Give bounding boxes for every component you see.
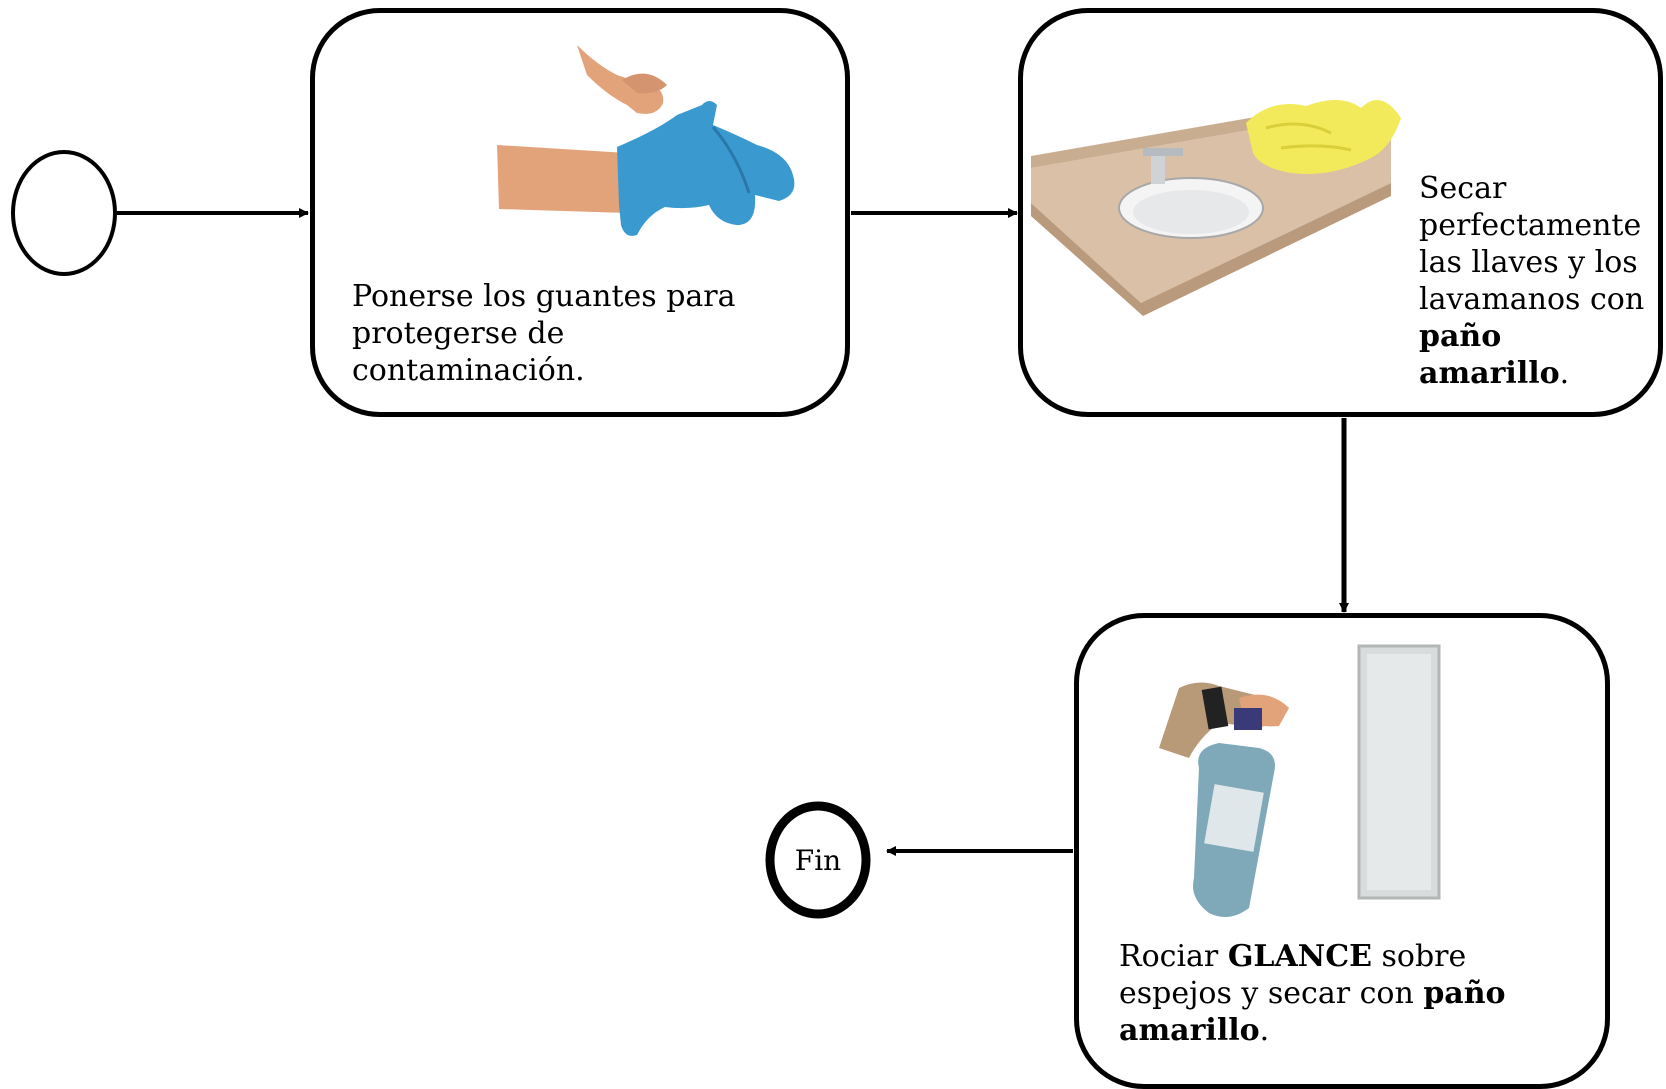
step3-text-start: Rociar: [1119, 939, 1228, 974]
mirror-illustration: [1357, 644, 1441, 900]
step2-text-bold: paño amarillo: [1419, 319, 1560, 391]
step1-text-main: Ponerse los guantes para protegerse de c…: [352, 279, 736, 388]
step2-text-main: Secar perfectamente las llaves y los lav…: [1419, 171, 1645, 317]
task-box-put-on-gloves: Ponerse los guantes para protegerse de c…: [310, 8, 850, 417]
glove-illustration: [497, 45, 795, 236]
step3-text-product: GLANCE: [1227, 939, 1372, 974]
step3-text-bold: paño amarillo: [1119, 976, 1506, 1048]
step2-text-end: .: [1559, 356, 1570, 391]
step3-text-end: .: [1259, 1013, 1270, 1048]
task-box-dry-faucets: Secar perfectamente las llaves y los lav…: [1018, 8, 1663, 417]
spray-illustration: [1159, 682, 1289, 917]
step2-text: Secar perfectamente las llaves y los lav…: [1419, 170, 1659, 392]
step3-text-main: sobre espejos y secar con: [1119, 939, 1467, 1011]
end-event-label: Fin: [794, 844, 842, 877]
task-box-spray-mirrors: Rociar GLANCE sobre espejos y secar con …: [1074, 613, 1610, 1089]
step1-text: Ponerse los guantes para protegerse de c…: [352, 278, 772, 389]
washbasin-illustration: [1031, 99, 1401, 316]
step3-text: Rociar GLANCE sobre espejos y secar con …: [1119, 938, 1539, 1049]
